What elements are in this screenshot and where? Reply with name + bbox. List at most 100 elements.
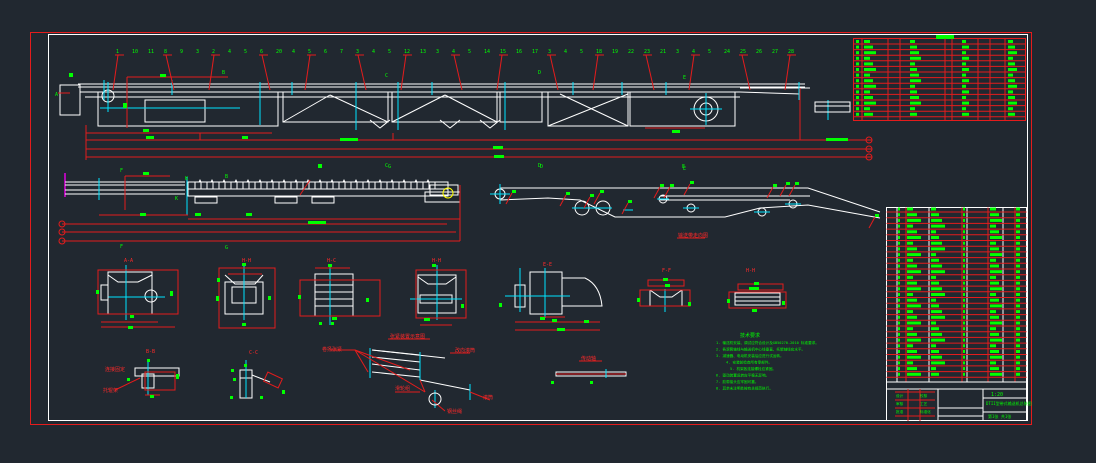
parts-list-row	[856, 107, 1013, 111]
section-views-row: A-A H-H H-C	[96, 258, 787, 331]
balloon-label: 2	[212, 49, 215, 55]
svg-text:F-F: F-F	[662, 268, 671, 274]
section-view-h-h-3: H-H	[727, 268, 787, 312]
balloon-label: 19	[612, 49, 618, 55]
parts-list-row	[898, 287, 1020, 291]
title-block-scale: 1:20	[991, 392, 1003, 398]
title-block-label: 设计	[896, 393, 904, 398]
parts-list-row	[898, 350, 1020, 353]
balloon-label: 24	[724, 49, 730, 55]
detail-view-b-b: B-B 连接固定 托辊架	[103, 349, 180, 398]
parts-list-bottom[interactable]	[886, 207, 1027, 421]
parts-list-row	[856, 51, 1017, 55]
balloon-label: 28	[788, 49, 794, 55]
parts-list-top[interactable]	[853, 35, 1026, 121]
middle-plan-view: F K K B G F G	[58, 164, 461, 251]
balloon-label: 5	[468, 49, 471, 55]
svg-text:H-H: H-H	[746, 268, 755, 274]
parts-list-row	[898, 236, 1020, 239]
section-marker-d2: D	[538, 163, 541, 169]
section-marker-e: E	[683, 75, 686, 81]
svg-text:C-C: C-C	[249, 350, 258, 356]
balloon-label: 3	[676, 49, 679, 55]
parts-list-row	[898, 355, 1020, 359]
balloon-label: 18	[596, 49, 602, 55]
parts-list-row	[898, 207, 1020, 211]
balloon-label: 16	[516, 49, 522, 55]
note-item: 8. 其余未注明处按有关规范执行。	[716, 386, 773, 391]
title-block-label: 审核	[896, 401, 904, 406]
section-marker-a: A	[55, 92, 58, 98]
balloon-label: 5	[708, 49, 711, 55]
parts-list-row	[856, 90, 1013, 94]
section-marker-e3: E	[682, 164, 685, 170]
balloon-label: 26	[756, 49, 762, 55]
parts-list-row	[898, 293, 1020, 296]
parts-list-row	[898, 310, 1020, 314]
parts-list-row	[898, 253, 1020, 257]
parts-list-row	[856, 84, 1017, 88]
section-view-h-h: H-H	[216, 258, 276, 329]
belt-path-diagram: 输送带走向图 D E	[490, 164, 881, 239]
parts-list-row	[856, 45, 1015, 49]
section-view-a-a: A-A	[96, 258, 179, 329]
section-view-e-e: E-E	[499, 262, 603, 331]
parts-list-row	[898, 218, 1020, 222]
svg-text:钢丝绳: 钢丝绳	[447, 408, 462, 415]
note-item: 6. 驱动装置运转应平稳无异响。	[716, 373, 769, 378]
balloon-label: 10	[132, 49, 138, 55]
balloon-label: 5	[580, 49, 583, 55]
balloon-label: 4	[372, 49, 375, 55]
parts-list-row	[898, 338, 1020, 342]
title-block: 1:20 DTII型带式输送机总装图 第1张 共1张 设计校核审核工艺批准标准化	[886, 388, 1032, 421]
parts-list-row	[856, 56, 1013, 60]
balloon-label: 4	[228, 49, 231, 55]
svg-text:托辊架: 托辊架	[103, 387, 118, 394]
shaft-detail: 传动轴	[551, 355, 627, 384]
section-marker-c: C	[385, 73, 388, 79]
parts-list-row	[898, 298, 1020, 302]
svg-text:H-H: H-H	[242, 258, 251, 264]
section-view-f-f: F-F	[637, 268, 691, 312]
parts-list-row	[898, 304, 1020, 308]
detail-view-c-c: C-C	[230, 350, 285, 399]
balloon-label: 9	[180, 49, 183, 55]
title-block-label: 校核	[920, 393, 928, 398]
balloon-label: 25	[740, 49, 746, 55]
section-marker-e2: E	[683, 166, 686, 172]
balloon-label: 11	[148, 49, 154, 55]
title-block-label: 批准	[896, 409, 904, 414]
balloon-label: 21	[660, 49, 666, 55]
svg-text:改向滚筒: 改向滚筒	[455, 347, 475, 354]
section-view-h-c: H-C	[298, 258, 381, 325]
balloon-label: 13	[420, 49, 426, 55]
parts-list-row	[898, 270, 1020, 274]
callout-marker	[590, 194, 594, 197]
parts-list-row	[856, 79, 1015, 83]
balloon-label: 3	[436, 49, 439, 55]
svg-text:B-B: B-B	[146, 349, 155, 355]
parts-list-row	[898, 361, 1020, 365]
parts-list-row	[898, 372, 1020, 376]
balloon-label: 1	[116, 49, 119, 55]
section-marker-k2: K	[175, 196, 178, 202]
parts-list-row	[856, 73, 1013, 77]
section-marker-g: G	[388, 164, 391, 170]
svg-text:滚筒: 滚筒	[483, 394, 493, 401]
svg-text:连接固定: 连接固定	[105, 366, 125, 373]
tension-diagram: 张紧装置示意图	[322, 333, 493, 415]
balloon-label: 17	[532, 49, 538, 55]
section-marker-g2: G	[225, 245, 228, 251]
balloon-label: 3	[548, 49, 551, 55]
section-view-h-h-2: H-H	[410, 258, 467, 326]
balloon-label: 6	[324, 49, 327, 55]
detail-views: B-B 连接固定 托辊架 C-C 张紧装置示意图	[103, 333, 627, 415]
parts-list-row	[898, 367, 1020, 371]
parts-list-row	[898, 315, 1020, 319]
parts-list-row	[898, 321, 1020, 325]
parts-list-row	[898, 224, 1020, 228]
balloon-label: 6	[260, 49, 263, 55]
